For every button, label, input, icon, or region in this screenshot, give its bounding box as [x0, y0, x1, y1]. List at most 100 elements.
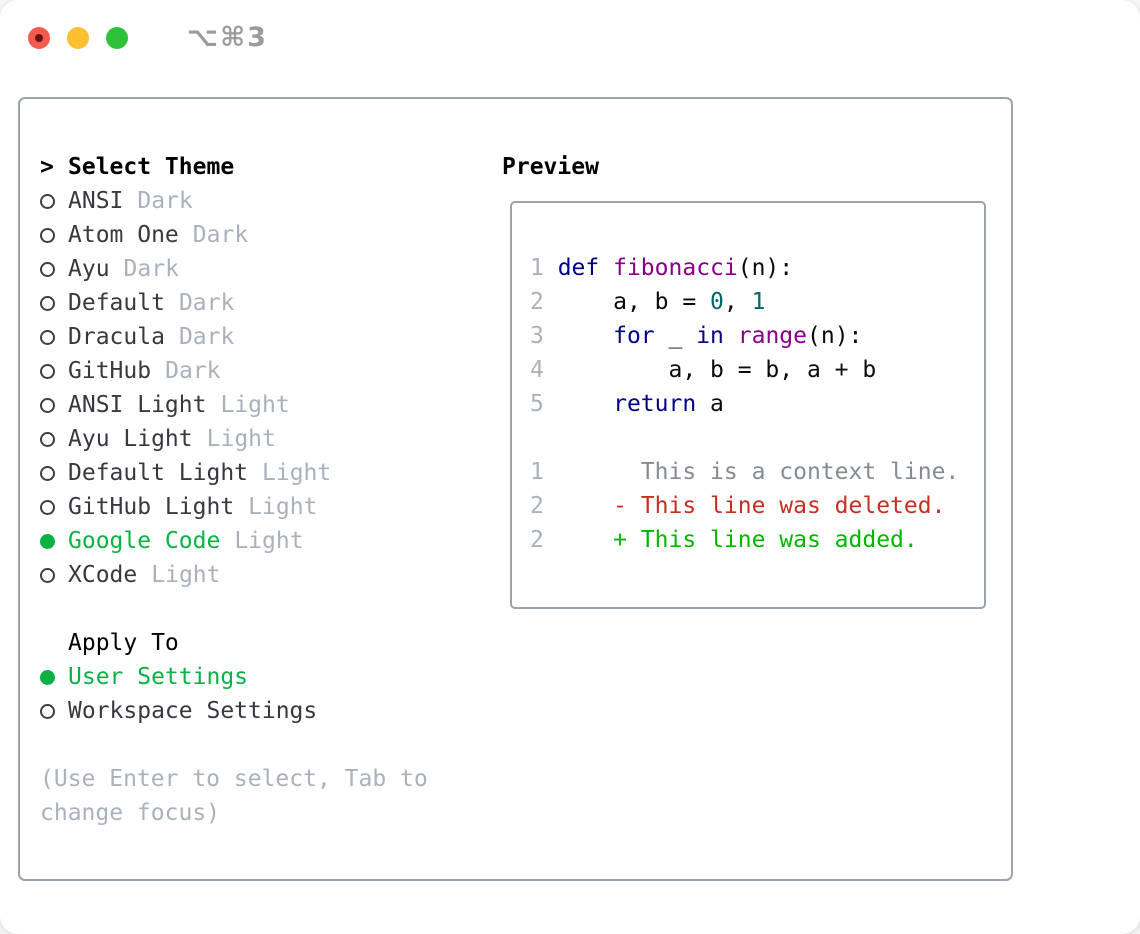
- preview-code-line: 1 This is a context line.: [530, 455, 984, 489]
- code-segment-plain: (n):: [807, 323, 863, 349]
- theme-option-variant: Dark: [137, 188, 193, 214]
- code-segment-kw: for: [613, 323, 655, 349]
- apply-to-option-label: User Settings: [68, 664, 249, 690]
- code-segment-plain: (n):: [737, 255, 794, 281]
- theme-option-variant: Dark: [178, 290, 235, 316]
- radio-unselected-icon: [40, 465, 55, 481]
- radio-unselected-icon: [40, 227, 55, 243]
- radio-selected-icon: [40, 669, 55, 685]
- code-segment-kw: def: [557, 255, 600, 281]
- theme-option-name: Default: [68, 290, 165, 316]
- radio-unselected-icon: [40, 567, 55, 583]
- radio-unselected-icon: [40, 431, 55, 447]
- theme-option-variant: Light: [262, 460, 332, 486]
- code-segment-lit: 1: [751, 289, 766, 315]
- apply-to-option-user-settings[interactable]: User Settings: [40, 660, 480, 694]
- theme-option-default-light[interactable]: Default Light Light: [40, 456, 480, 490]
- theme-option-github[interactable]: GitHub Dark: [40, 354, 480, 388]
- code-segment-num: 1: [530, 459, 558, 485]
- code-segment-plain: [558, 391, 613, 417]
- theme-option-atom-one[interactable]: Atom One Dark: [40, 218, 480, 252]
- preview-code-line: [530, 421, 984, 455]
- theme-option-variant: Dark: [192, 222, 249, 248]
- theme-option-variant: Dark: [123, 256, 179, 282]
- code-segment-kw: in: [696, 323, 724, 349]
- close-dot-icon: [35, 33, 43, 42]
- theme-option-variant: Light: [151, 562, 221, 588]
- code-segment-num: 1: [530, 255, 558, 281]
- preview-code-line: 4 a, b = b, a + b: [530, 353, 984, 387]
- code-segment-kw: return: [613, 391, 697, 417]
- theme-option-name: Ayu Light: [68, 426, 193, 452]
- code-segment-add: + This line was added.: [557, 527, 918, 553]
- maximize-button[interactable]: [106, 26, 128, 49]
- preview-code-line: 3 for _ in range(n):: [530, 319, 984, 353]
- code-segment-ctx: This is a context line.: [557, 459, 960, 485]
- code-segment-plain: a, b = b, a + b: [557, 357, 877, 383]
- theme-option-ayu-light[interactable]: Ayu Light Light: [40, 422, 480, 456]
- theme-option-variant: Light: [248, 494, 318, 520]
- selection-caret-icon: >: [40, 154, 54, 180]
- apply-to-option-label: Workspace Settings: [68, 698, 318, 724]
- theme-option-default[interactable]: Default Dark: [40, 286, 480, 320]
- apply-to-option-workspace-settings[interactable]: Workspace Settings: [40, 694, 480, 728]
- theme-option-name: Google Code: [68, 528, 221, 554]
- theme-option-ansi[interactable]: ANSI Dark: [40, 184, 480, 218]
- theme-option-variant: Dark: [178, 324, 235, 350]
- code-segment-plain: a: [696, 391, 724, 417]
- theme-option-variant: Dark: [165, 358, 221, 384]
- theme-option-name: GitHub: [68, 358, 152, 384]
- radio-unselected-icon: [40, 363, 55, 379]
- code-segment-fn: fibonacci: [613, 255, 738, 281]
- window-shortcut-label: ⌥⌘3: [187, 22, 268, 53]
- theme-option-name: Atom One: [68, 222, 179, 248]
- theme-option-name: ANSI Light: [68, 392, 207, 418]
- apply-to-title: Apply To: [68, 630, 179, 656]
- theme-option-variant: Light: [206, 426, 276, 452]
- radio-unselected-icon: [40, 329, 55, 345]
- radio-unselected-icon: [40, 261, 55, 277]
- theme-option-name: Ayu: [68, 256, 110, 282]
- theme-option-variant: Light: [234, 528, 304, 554]
- theme-list-title: Select Theme: [68, 154, 235, 180]
- code-segment-num: 3: [530, 323, 558, 349]
- apply-to-header: Apply To: [40, 626, 480, 660]
- theme-option-name: Default Light: [68, 460, 249, 486]
- preview-code-line: 2 + This line was added.: [530, 523, 984, 557]
- code-segment-del: - This line was deleted.: [557, 493, 946, 519]
- preview-code-line: 1 def fibonacci(n):: [530, 251, 984, 285]
- preview-code-line: 5 return a: [530, 387, 984, 421]
- radio-unselected-icon: [40, 397, 55, 413]
- code-segment-num: 4: [530, 357, 558, 383]
- code-segment-num: 2: [530, 493, 558, 519]
- titlebar: ⌥⌘3: [0, 0, 1140, 75]
- radio-unselected-icon: [40, 193, 55, 209]
- code-segment-plain: [558, 323, 613, 349]
- radio-unselected-icon: [40, 499, 55, 515]
- minimize-button[interactable]: [67, 26, 89, 49]
- theme-list-header: > Select Theme: [40, 150, 480, 184]
- theme-option-ansi-light[interactable]: ANSI Light Light: [40, 388, 480, 422]
- code-segment-num: 2: [530, 289, 558, 315]
- theme-option-variant: Light: [220, 392, 290, 418]
- theme-option-ayu[interactable]: Ayu Dark: [40, 252, 480, 286]
- radio-unselected-icon: [40, 295, 55, 311]
- code-segment-plain: [599, 255, 613, 281]
- code-segment-fn: range: [737, 323, 807, 349]
- code-segment-num: 2: [530, 527, 558, 553]
- code-segment-plain: _: [654, 323, 697, 349]
- radio-unselected-icon: [40, 703, 55, 719]
- theme-option-name: ANSI: [68, 188, 124, 214]
- code-segment-plain: ,: [723, 289, 752, 315]
- close-button[interactable]: [28, 26, 50, 49]
- preview-title: Preview: [502, 154, 599, 180]
- code-segment-num: 5: [530, 391, 558, 417]
- theme-option-google-code[interactable]: Google Code Light: [40, 524, 480, 558]
